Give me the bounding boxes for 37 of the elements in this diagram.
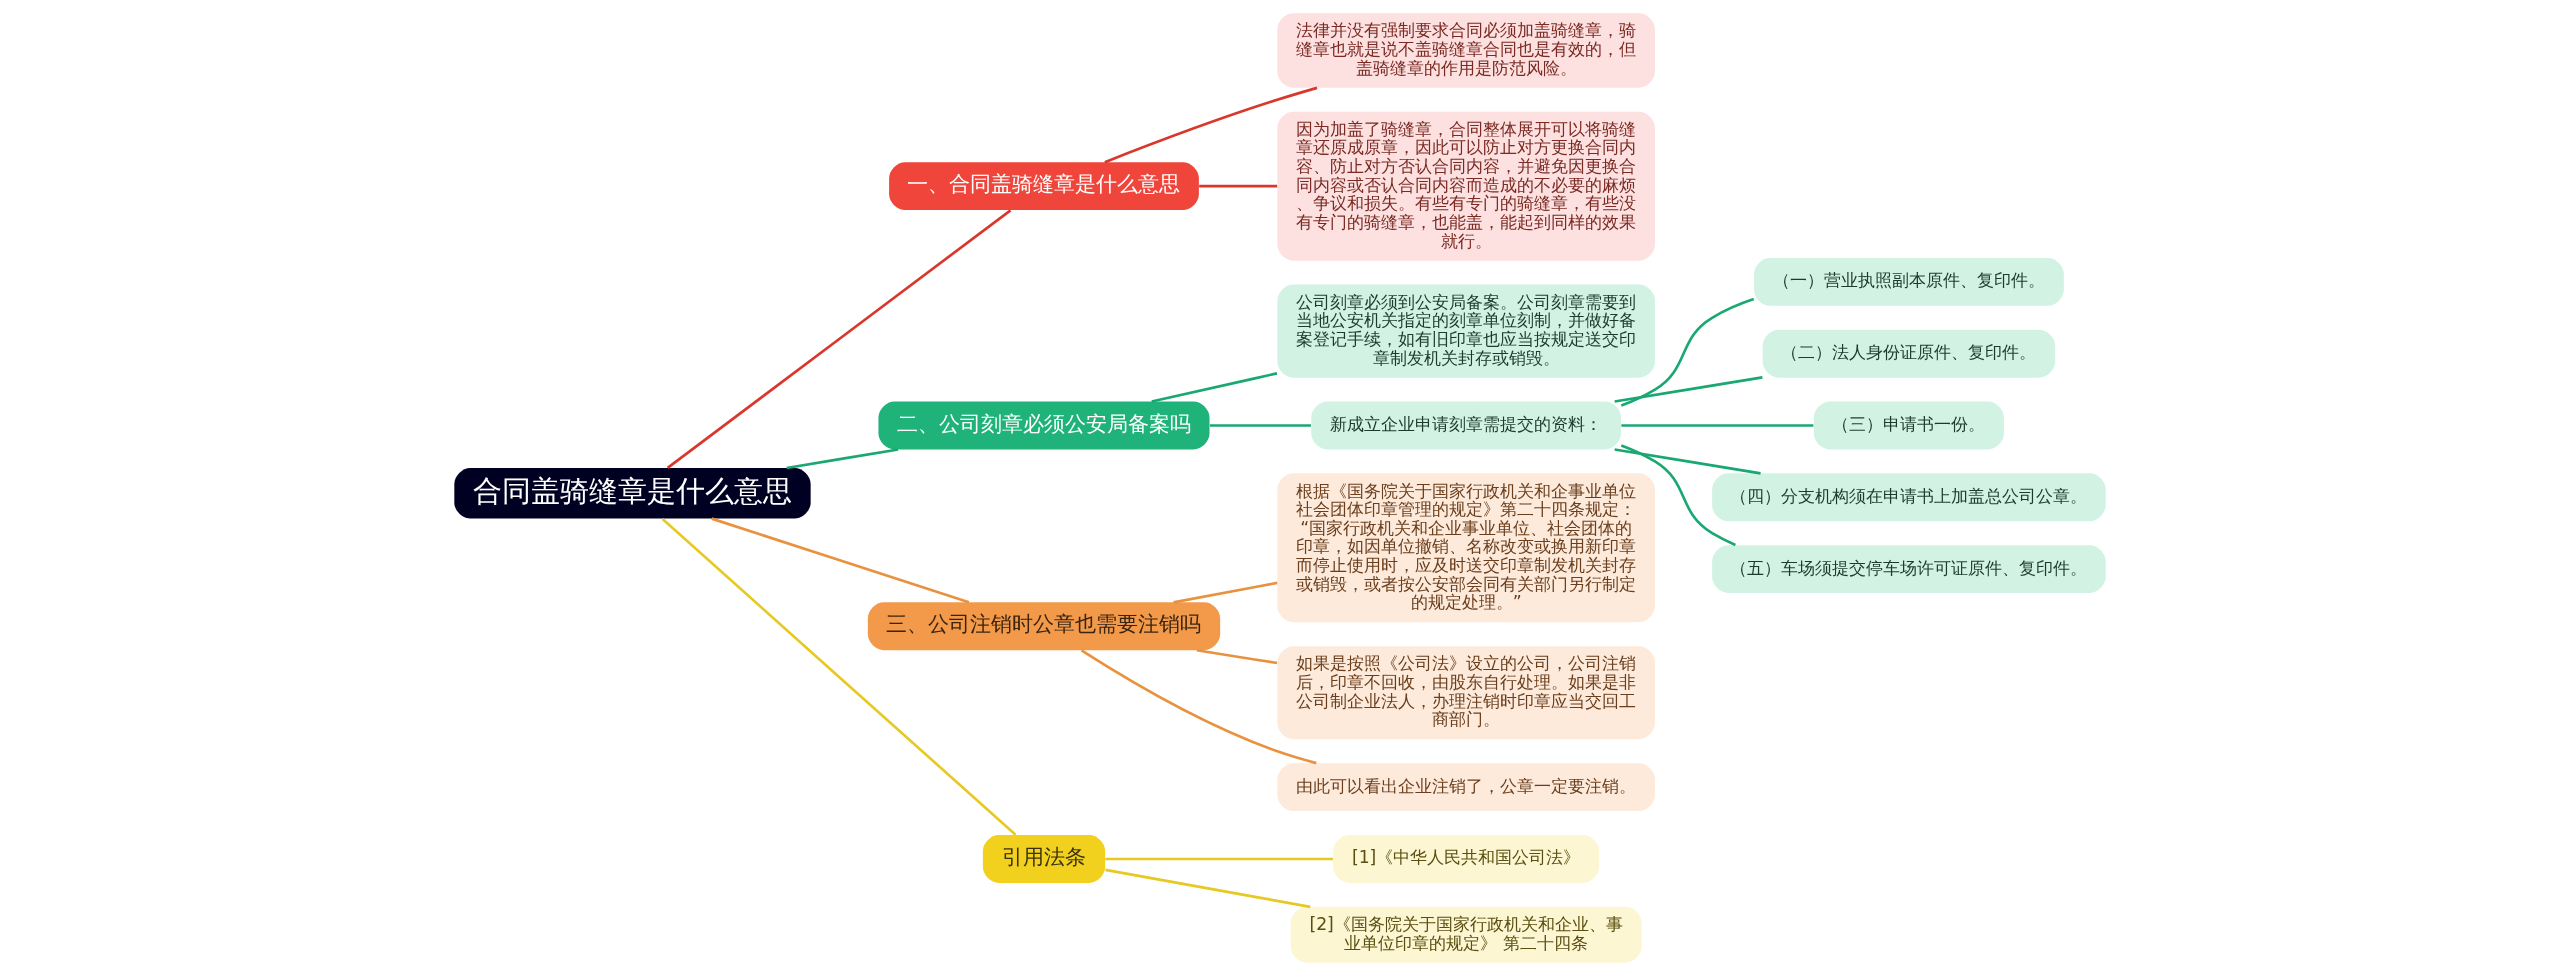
node-box: 公司刻章必须到公安局备案。公司刻章需要到当地公安机关指定的刻章单位刻制，并做好备案登记手续，如有旧印章也应当按规定送交印章制发机关封存或销毁。 [1277, 284, 1655, 378]
node-box: 新成立企业申请刻章需提交的资料： [1311, 401, 1622, 450]
connector [1620, 444, 1736, 547]
node-box: 一、合同盖骑缝章是什么意思 [889, 162, 1199, 211]
connector [1614, 376, 1763, 403]
connector [1104, 86, 1318, 164]
connector [1621, 424, 1814, 427]
node-box: 如果是按照《公司法》设立的公司，公司注销后，印章不回收，由股东自行处理。如果是非公司制企业法人，办理注销时印章应当交回工商部门。 [1277, 646, 1655, 740]
connector [1209, 424, 1311, 427]
connector [1105, 857, 1333, 861]
connector [666, 209, 1012, 469]
node-box: （二）法人身份证原件、复印件。 [1762, 329, 2056, 378]
connector [711, 517, 970, 604]
node-box: 根据《国务院关于国家行政机关和企事业单位社会团体印章管理的规定》第二十四条规定：“国家行政机关和企业事业单位、社会团体的印章，如因单位撤销、名称改变或换用新印章而停止使用时，应及时送交印章制发机关封存或销毁，或者按公安部会同有关部门另行制定的规定处理。” [1277, 473, 1655, 623]
node-box: 由此可以看出企业注销了，公章一定要注销。 [1277, 763, 1655, 812]
node-box: 因为加盖了骑缝章，合同整体展开可以将骑缝章还原成原章，因此可以防止对方更换合同内容、防止对方否认合同内容，并避免因更换合同内容或否认合同内容而造成的不必要的麻烦、争议和损失。有些有专门的骑缝章，有些没有专门的骑缝章，也能盖，能起到同样的效果就行。 [1277, 111, 1655, 261]
connector [1614, 448, 1761, 475]
node-box: 二、公司刻章必须公安局备案吗 [878, 401, 1210, 450]
connector [1173, 581, 1278, 604]
connector [1080, 649, 1317, 765]
connector [661, 518, 1017, 836]
connector [786, 448, 899, 470]
node-box: （五）车场须提交停车场许可证原件、复印件。 [1712, 545, 2106, 594]
connector [1196, 648, 1278, 665]
connector [1151, 372, 1278, 403]
node-box: （一）营业执照副本原件、复印件。 [1754, 258, 2064, 306]
node-box: （三）申请书一份。 [1813, 401, 2004, 450]
node-box: [1]《中华人民共和国公司法》 [1333, 835, 1600, 883]
node-box: 合同盖骑缝章是什么意思 [454, 468, 811, 519]
node-box: [2]《国务院关于国家行政机关和企业、事业单位印章的规定》 第二十四条 [1290, 906, 1642, 963]
connector [1620, 297, 1755, 407]
connector [1199, 184, 1278, 188]
node-box: （四）分支机构须在申请书上加盖总公司公章。 [1712, 473, 2106, 522]
connector [1105, 868, 1311, 909]
node-box: 引用法条 [982, 835, 1106, 883]
node-box: 法律并没有强制要求合同必须加盖骑缝章，骑缝章也就是说不盖骑缝章合同也是有效的，但盖骑缝章的作用是防范风险。 [1277, 13, 1655, 88]
node-box: 三、公司注销时公章也需要注销吗 [867, 602, 1221, 651]
